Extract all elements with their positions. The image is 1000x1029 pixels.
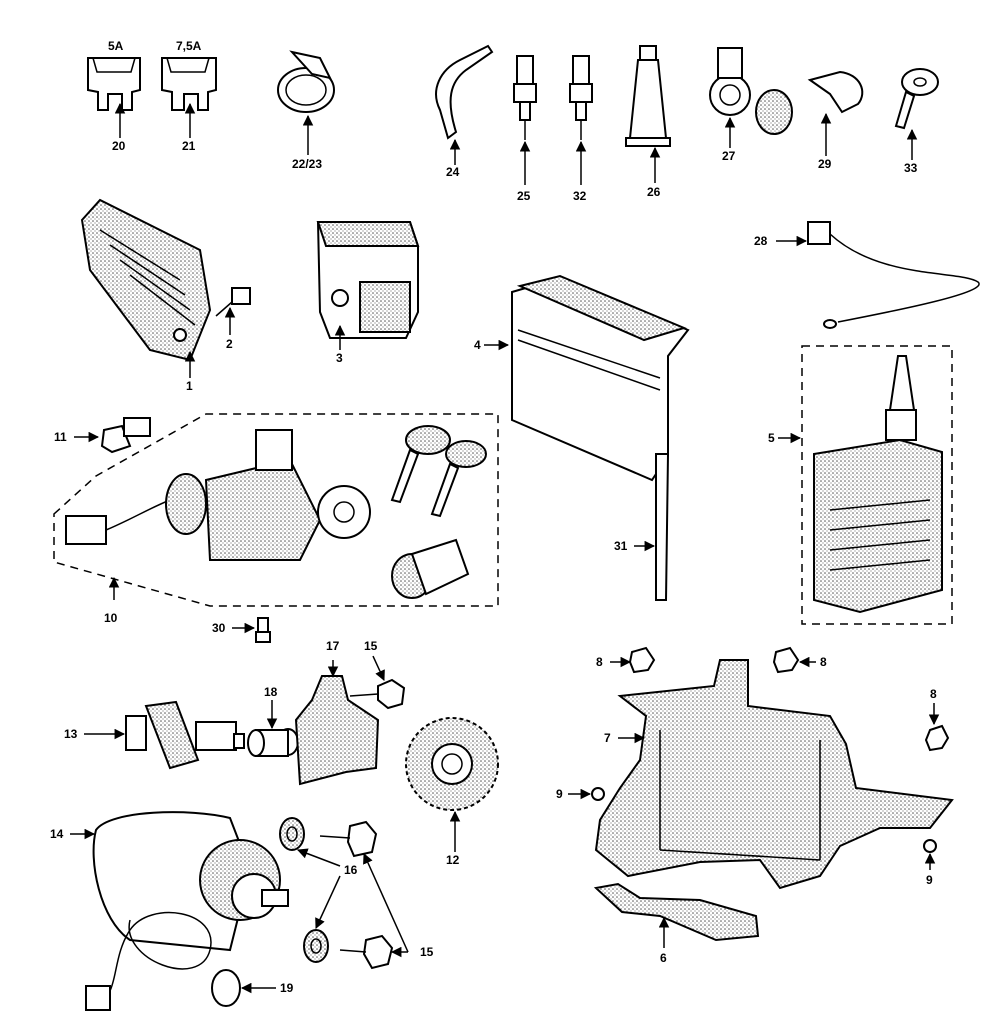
seat-lock <box>709 47 793 135</box>
cable-tie <box>435 44 494 140</box>
label-22-23: 22/23 <box>292 157 322 171</box>
wire-harness-28 <box>807 221 980 329</box>
voltage-regulator <box>80 198 212 362</box>
bolt-8-c <box>924 724 950 752</box>
bolt-15-bottom <box>339 934 394 970</box>
label-7: 7 <box>604 731 611 745</box>
fuse-5a <box>87 57 141 111</box>
label-28: 28 <box>754 234 768 248</box>
label-9-right: 9 <box>926 873 933 887</box>
clip-29 <box>807 70 864 114</box>
o-ring-19 <box>211 969 241 1007</box>
callout-labels: 5A 7,5A 20 21 22/23 24 25 32 26 27 29 33… <box>50 39 937 995</box>
label-20: 20 <box>112 139 126 153</box>
label-25: 25 <box>517 189 531 203</box>
label-5: 5 <box>768 431 775 445</box>
starter-bendix <box>125 700 245 770</box>
label-14: 14 <box>50 827 64 841</box>
sleeve-18 <box>247 728 299 757</box>
label-31: 31 <box>614 539 628 553</box>
hose-clamp <box>277 50 335 113</box>
bolt-8-b <box>772 646 800 674</box>
label-26: 26 <box>647 185 661 199</box>
fuel-hose-31 <box>655 453 670 601</box>
label-10: 10 <box>104 611 118 625</box>
label-6: 6 <box>660 951 667 965</box>
ignition-keys <box>390 425 487 518</box>
battery <box>511 274 690 482</box>
label-4: 4 <box>474 338 481 352</box>
label-17: 17 <box>326 639 340 653</box>
leader-lines <box>70 102 940 994</box>
bolt-11 <box>100 417 151 454</box>
battery-tray <box>594 659 954 890</box>
starter-motor <box>85 811 289 1011</box>
lock-cylinder <box>391 538 470 599</box>
tray-strap-6 <box>593 882 760 942</box>
cover-17 <box>294 675 380 786</box>
label-15-top: 15 <box>364 639 378 653</box>
label-13: 13 <box>64 727 78 741</box>
washer-16-a <box>279 817 305 851</box>
ignition-kit-outline <box>53 413 499 607</box>
label-1: 1 <box>186 379 193 393</box>
label-24: 24 <box>446 165 460 179</box>
label-27: 27 <box>722 149 736 163</box>
label-32: 32 <box>573 189 587 203</box>
washer-16-b <box>303 929 329 963</box>
label-8-right: 8 <box>930 687 937 701</box>
label-30: 30 <box>212 621 226 635</box>
bottle-kit-box <box>801 345 953 625</box>
label-2: 2 <box>226 337 233 351</box>
label-7-5a: 7,5A <box>176 39 202 53</box>
gear-12 <box>405 717 499 811</box>
nut-9-b <box>923 839 937 853</box>
label-5a: 5A <box>108 39 124 53</box>
label-29: 29 <box>818 157 832 171</box>
ignition-switch <box>65 429 371 561</box>
bolt-8-a <box>628 646 656 674</box>
label-8-left: 8 <box>596 655 603 669</box>
fuse-7-5a <box>161 57 217 111</box>
label-19: 19 <box>280 981 294 995</box>
rubber-boot <box>625 45 671 147</box>
label-15-bottom: 15 <box>420 945 434 959</box>
label-18: 18 <box>264 685 278 699</box>
bulb-socket-25 <box>513 55 537 140</box>
bolt-15-top <box>349 678 406 710</box>
label-21: 21 <box>182 139 196 153</box>
label-8-mid: 8 <box>820 655 827 669</box>
label-11: 11 <box>54 430 67 444</box>
screw-30 <box>255 617 271 643</box>
label-16: 16 <box>344 863 358 877</box>
bulb-socket-32 <box>569 55 593 140</box>
bolt-16 <box>319 820 378 858</box>
label-3: 3 <box>336 351 343 365</box>
label-12: 12 <box>446 853 460 867</box>
label-9-left: 9 <box>556 787 563 801</box>
label-33: 33 <box>904 161 918 175</box>
lubricant-bottle <box>813 355 943 614</box>
bolt-2 <box>215 287 251 317</box>
key-33 <box>894 68 939 130</box>
nut-9-a <box>591 787 605 801</box>
relay-unit <box>316 221 420 339</box>
